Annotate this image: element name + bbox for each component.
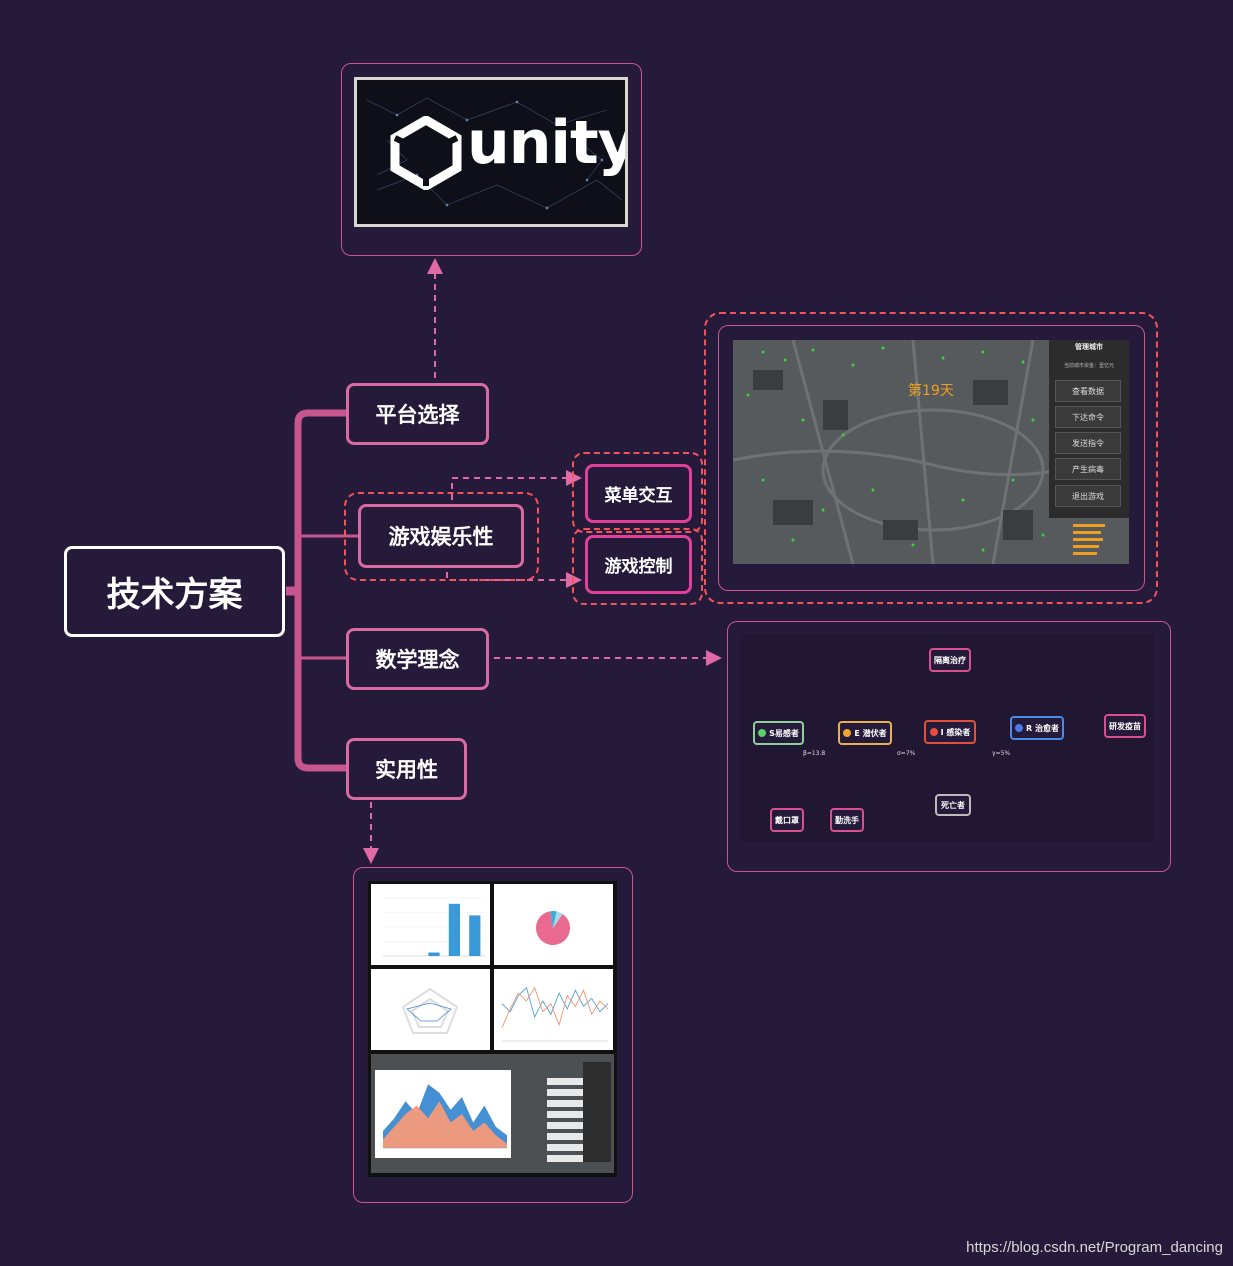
unity-wordmark: unity: [467, 108, 628, 178]
vaccine-node: 研发疫苗: [1104, 714, 1146, 738]
r-node: R 治愈者: [1010, 716, 1064, 740]
s-label: S易感者: [769, 728, 799, 738]
area-chart-card: [375, 1070, 511, 1158]
bar-2: [428, 952, 440, 956]
i-label: I 感染者: [940, 727, 971, 737]
branch-practical-label: 实用性: [375, 758, 438, 782]
rate-beta: β=13.8: [803, 750, 826, 757]
line-chart-card: [494, 969, 613, 1050]
r-label: R 治愈者: [1026, 723, 1059, 733]
send-order-button[interactable]: 发送指令: [1055, 432, 1121, 454]
root-node: 技术方案: [64, 546, 285, 637]
isolation-label: 隔离治疗: [934, 655, 966, 665]
unity-frame: [341, 63, 642, 256]
branch-math-label: 数学理念: [375, 648, 460, 672]
issue-command-button[interactable]: 下达命令: [1055, 406, 1121, 428]
day-counter: 第19天: [908, 383, 954, 399]
bar-chart-card: [371, 884, 490, 965]
entertainment-highlight: [344, 492, 539, 581]
i-dot-icon: [929, 728, 938, 736]
leaf-menu: 菜单交互: [585, 464, 692, 523]
leaf-control-label: 游戏控制: [604, 557, 673, 577]
pie-slice-2: [553, 911, 563, 928]
menu-panel-title: 管理城市: [1075, 343, 1103, 351]
leaf-control: 游戏控制: [585, 535, 692, 594]
e-label: E 潜伏者: [854, 728, 887, 738]
city-menu-panel: 管理城市 当前城市资金：壹亿元 查看数据 下达命令 发送指令 产生病毒 退出游戏: [1049, 340, 1129, 518]
watermark: https://blog.csdn.net/Program_dancing: [966, 1239, 1223, 1256]
e-dot-icon: [843, 729, 852, 737]
dashboard-menu-panel: [583, 1062, 611, 1162]
bar-chart: [383, 897, 485, 957]
handwash-node: 勤洗手: [830, 808, 864, 832]
branch-platform-label: 平台选择: [375, 403, 460, 427]
radar-chart: [401, 987, 459, 1034]
r-dot-icon: [1015, 724, 1024, 732]
root-label: 技术方案: [106, 575, 243, 615]
control-highlight: [572, 528, 703, 605]
radar-chart-card: [371, 969, 490, 1050]
branch-practical: 实用性: [346, 738, 467, 800]
pie-chart-card: [494, 884, 613, 965]
model-frame: [727, 621, 1171, 872]
branch-platform: 平台选择: [346, 383, 489, 445]
e-node: E 潜伏者: [838, 721, 892, 745]
vaccine-label: 研发疫苗: [1109, 721, 1141, 731]
handwash-label: 勤洗手: [835, 815, 859, 825]
dead-node: 死亡者: [935, 794, 971, 816]
i-node: I 感染者: [924, 720, 976, 744]
rate-gamma: γ=5%: [992, 750, 1011, 757]
dashboard-side-buttons: [547, 1078, 583, 1168]
mask-node: 戴口罩: [770, 808, 804, 832]
branch-entertainment: 游戏娱乐性: [358, 504, 524, 568]
bar-4: [469, 915, 481, 956]
spawn-virus-button[interactable]: 产生病毒: [1055, 458, 1121, 480]
unity-cube-icon: [390, 116, 462, 190]
isolation-node: 隔离治疗: [929, 648, 971, 672]
game-highlight: [704, 312, 1158, 604]
mask-label: 戴口罩: [775, 815, 799, 825]
side-button-stack: [547, 1078, 583, 1162]
pie-slice-1: [550, 911, 557, 928]
quit-game-button[interactable]: 退出游戏: [1055, 485, 1121, 507]
bar-3: [448, 903, 461, 956]
menu-panel-subtitle: 当前城市资金：壹亿元: [1063, 363, 1114, 369]
dashboard-card: [371, 1054, 614, 1173]
rate-sigma: σ=7%: [897, 750, 916, 757]
pie-chart: [536, 911, 570, 945]
s-node: S易感者: [753, 721, 804, 745]
dead-label: 死亡者: [941, 800, 965, 810]
game-screenshot: 第19天 管理城市 当前城市资金：壹亿元 查看数据 下达命令 发送指令 产生病毒…: [733, 340, 1129, 564]
branch-math: 数学理念: [346, 628, 489, 690]
pie-slice-0: [536, 911, 570, 945]
area-series-1: [383, 1101, 507, 1148]
leaf-menu-label: 菜单交互: [604, 486, 673, 506]
charts-frame: [353, 867, 633, 1203]
game-frame: [718, 325, 1145, 591]
area-chart: [383, 1084, 507, 1149]
line-series-0: [501, 986, 609, 1019]
unity-image: unity: [354, 77, 628, 227]
stats-readout: [1073, 524, 1105, 555]
menu-highlight: [572, 452, 703, 533]
view-data-button[interactable]: 查看数据: [1055, 380, 1121, 402]
line-series-1: [501, 986, 609, 1028]
line-chart: [501, 986, 609, 1042]
s-dot-icon: [758, 729, 767, 737]
branch-entertainment-label: 游戏娱乐性: [388, 525, 494, 549]
